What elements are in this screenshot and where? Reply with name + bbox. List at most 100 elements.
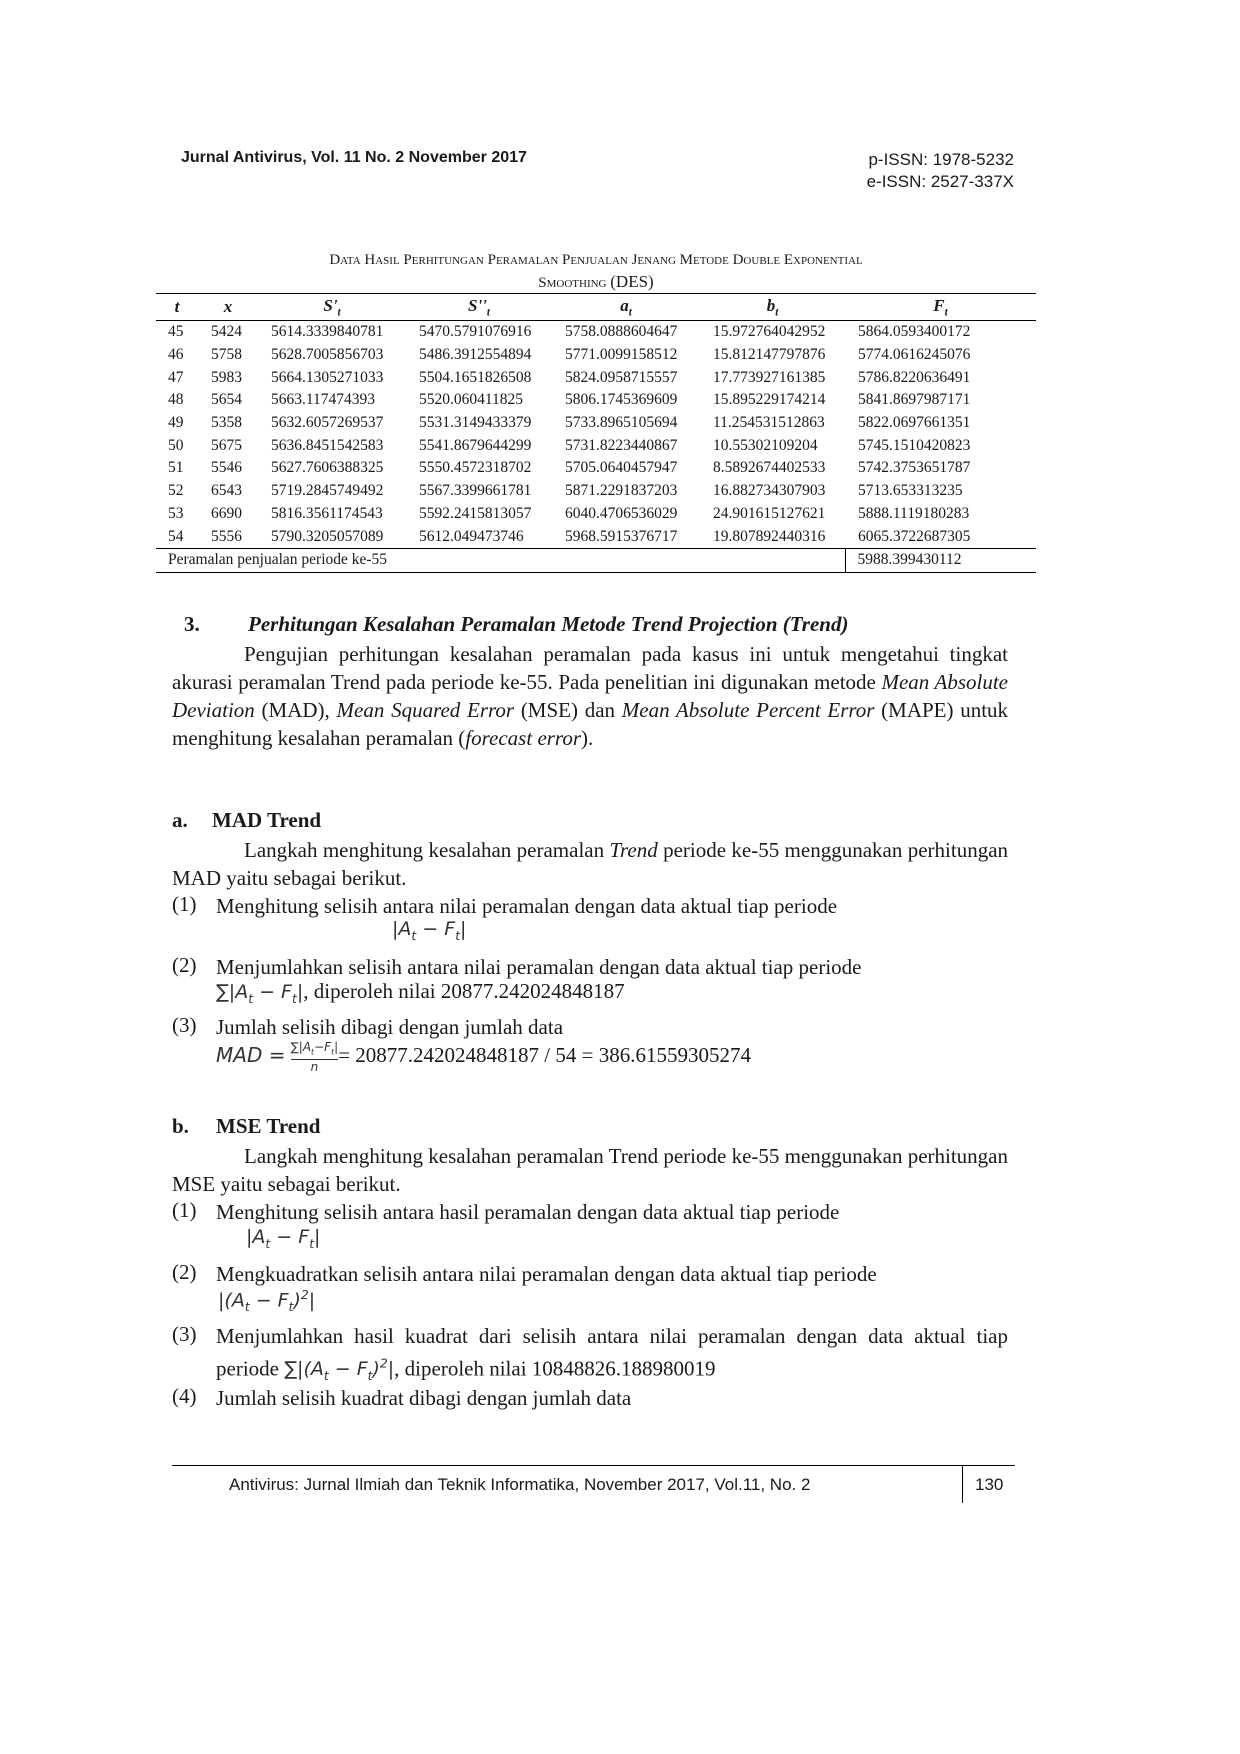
table-cell: 6040.4706536029 [565, 504, 678, 522]
table-cell: 5592.2415813057 [419, 504, 532, 522]
table-cell: 5705.0640457947 [565, 459, 678, 477]
table-cell: 5745.1510420823 [858, 436, 971, 454]
formula-sum-squared-diff: ∑|(At − Ft)2| [284, 1357, 395, 1384]
mse-intro: Langkah menghitung kesalahan peramalan T… [172, 1144, 1008, 1196]
table-cell: 50 [168, 436, 184, 454]
formula-mad: MAD = [216, 1043, 286, 1068]
mad-item-1: Menghitung selisih antara nilai peramala… [216, 894, 838, 918]
mse-item-2-num: (2) [172, 1260, 197, 1284]
mse-heading: MSE Trend [216, 1114, 321, 1138]
page-number: 130 [975, 1475, 1004, 1494]
table-cell: 51 [168, 459, 184, 477]
table-cell: 5664.1305271033 [271, 368, 384, 386]
table-cell: 54 [168, 527, 184, 545]
table-cell: 15.895229174214 [713, 391, 826, 409]
footer-separator [962, 1465, 963, 1503]
col-header-b: bt [700, 293, 845, 321]
mad-item-2-line2: ∑|At − Ft|, diperoleh nilai 20877.242024… [216, 979, 625, 1006]
table-cell: 5550.4572318702 [419, 459, 532, 477]
table-cell: 5771.0099158512 [565, 346, 678, 364]
table-cell: 5486.3912554894 [419, 346, 532, 364]
table-cell: 5531.3149433379 [419, 414, 532, 432]
table-caption-line1: Data Hasil Perhitungan Peramalan Penjual… [329, 252, 863, 268]
mad-heading: MAD Trend [212, 808, 322, 832]
mse-item-2: Mengkuadratkan selisih antara nilai pera… [216, 1262, 877, 1286]
table-cell: 5983 [211, 368, 242, 386]
mad-item-2: Menjumlahkan selisih antara nilai perama… [216, 955, 862, 979]
footer-label: Peramalan penjualan periode ke-55 [156, 547, 845, 573]
mad-intro: Langkah menghitung kesalahan peramalan T… [172, 838, 1009, 890]
table-cell: 15.812147797876 [713, 346, 826, 364]
table-cell: 5774.0616245076 [858, 346, 971, 364]
table-cell: 5567.3399661781 [419, 482, 532, 500]
table-cell: 19.807892440316 [713, 527, 826, 545]
mad-item-2-num: (2) [172, 953, 197, 977]
table-cell: 5968.5915376717 [565, 527, 678, 545]
table-cell: 5358 [211, 414, 242, 432]
table-cell: 5520.060411825 [419, 391, 524, 409]
col-header-s2: S''t [406, 293, 552, 321]
mad-formula-line: MAD = ∑|At−Ft|n= 20877.242024848187 / 54… [216, 1040, 751, 1075]
col-header-s1: S't [258, 293, 406, 321]
mse-item-4: Jumlah selisih kuadrat dibagi dengan jum… [216, 1386, 632, 1410]
mad-item-3-num: (3) [172, 1013, 197, 1037]
table-cell: 5541.8679644299 [419, 436, 532, 454]
mse-heading-letter: b. [172, 1114, 189, 1138]
mse-item-3: Menjumlahkan hasil kuadrat dari selisih … [216, 1324, 1008, 1384]
table-cell: 11.254531512863 [713, 414, 825, 432]
table-cell: 5556 [211, 527, 242, 545]
table-caption-line2: Smoothing (DES) [538, 272, 654, 291]
footer-rule [172, 1465, 1015, 1466]
table-cell: 17.773927161385 [713, 368, 826, 386]
table-cell: 49 [168, 414, 184, 432]
table-cell: 24.901615127621 [713, 504, 826, 522]
table-cell: 6690 [211, 504, 242, 522]
formula-squared-diff: |(At − Ft)2| [218, 1288, 316, 1315]
table-cell: 45 [168, 323, 184, 341]
table-cell: 5786.8220636491 [858, 368, 971, 386]
col-header-a: at [552, 293, 700, 321]
table-cell: 15.972764042952 [713, 323, 826, 341]
table-cell: 5675 [211, 436, 242, 454]
mse-item-1-num: (1) [172, 1198, 197, 1222]
footer-journal: Antivirus: Jurnal Ilmiah dan Teknik Info… [229, 1475, 811, 1494]
formula-mad-fraction: ∑|At−Ft|n [290, 1040, 339, 1075]
table-cell: 5806.1745369609 [565, 391, 678, 409]
table-cell: 5824.0958715557 [565, 368, 678, 386]
table-cell: 46 [168, 346, 184, 364]
table-cell: 5504.1651826508 [419, 368, 532, 386]
table-header-row: t x S't S''t at bt Ft [156, 293, 1036, 321]
table-cell: 5719.2845749492 [271, 482, 384, 500]
table-cell: 53 [168, 504, 184, 522]
table-row: 53 6690 5816.3561174543 5592.2415813057 6040… [156, 503, 1036, 526]
section-paragraph: Pengujian perhitungan kesalahan peramala… [172, 642, 1009, 750]
table-cell: 5627.7606388325 [271, 459, 384, 477]
table-cell: 5632.6057269537 [271, 414, 384, 432]
mse-item-4-num: (4) [172, 1384, 197, 1408]
table-cell: 5790.3205057089 [271, 527, 384, 545]
table-cell: 5612.049473746 [419, 527, 524, 545]
table-cell: 5654 [211, 391, 242, 409]
table-cell: 5841.8697987171 [858, 391, 971, 409]
formula-abs-diff: |At − Ft| [392, 918, 467, 943]
formula-mse-abs-diff: |At − Ft| [246, 1226, 321, 1251]
table-cell: 5733.8965105694 [565, 414, 678, 432]
table-cell: 5713.653313235 [858, 482, 963, 500]
formula-sum-abs-diff: ∑|At − Ft| [216, 981, 304, 1006]
table-cell: 10.55302109204 [713, 436, 818, 454]
table-cell: 5614.3339840781 [271, 323, 384, 341]
table-cell: 5742.3753651787 [858, 459, 971, 477]
table-cell: 5628.7005856703 [271, 346, 384, 364]
col-header-f: Ft [845, 293, 1036, 321]
table-cell: 5816.3561174543 [271, 504, 383, 522]
table-cell: 5470.5791076916 [419, 323, 532, 341]
table-cell: 6065.3722687305 [858, 527, 971, 545]
table-cell: 5822.0697661351 [858, 414, 971, 432]
